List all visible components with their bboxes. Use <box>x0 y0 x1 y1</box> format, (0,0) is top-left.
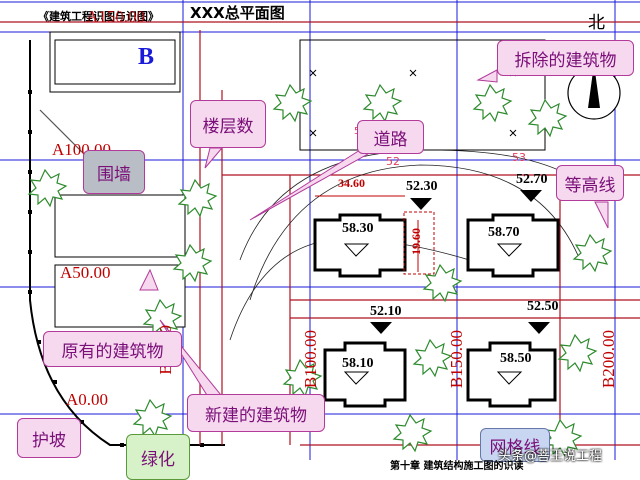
callout-floor-count: 楼层数 <box>190 100 266 148</box>
ground-elevation-2: 52.70 <box>516 172 548 187</box>
grid-label-a150: A150.00 <box>86 7 146 26</box>
new-buildings <box>313 213 560 408</box>
north-label: 北 <box>588 13 605 33</box>
callout-slope: 护坡 <box>17 418 81 458</box>
callout-road: 道路 <box>357 120 424 154</box>
floor-elevation-3: 58.10 <box>342 356 374 371</box>
callout-contour: 等高线 <box>556 165 624 201</box>
grid-label-b150: B150.00 <box>447 330 466 389</box>
dimension-width: 34.60 <box>338 176 365 190</box>
chapter-footer: 第十章 建筑结构施工图的识读 <box>390 461 524 472</box>
dimension-depth: 19.60 <box>409 228 423 255</box>
site-fence <box>29 40 225 446</box>
contour-label-53: 53 <box>512 151 526 164</box>
ground-elevation-1: 52.30 <box>406 179 438 194</box>
callout-demolished-building: 拆除的建筑物 <box>497 40 634 76</box>
existing-buildings <box>49 31 186 328</box>
ground-elevation-markers <box>370 190 550 334</box>
floor-elevation-1: 58.30 <box>342 221 374 236</box>
ground-elevation-4: 52.50 <box>527 299 559 314</box>
dimension-lines <box>315 195 435 275</box>
grid-label-b200: B200.00 <box>599 330 618 389</box>
callout-greening: 绿化 <box>126 434 190 480</box>
trees <box>27 83 613 458</box>
book-title: 《建筑工程识图与识图》 <box>38 10 159 23</box>
site-roads <box>0 21 640 446</box>
grid-label-b100: B100.00 <box>301 330 320 389</box>
fence-pointer <box>39 109 91 161</box>
grid-label-a0: A0.00 <box>66 390 109 409</box>
floor-elevation-2: 58.70 <box>488 225 520 240</box>
entrance-triangles <box>343 243 523 385</box>
grid-label-a50: A50.00 <box>60 263 111 282</box>
ground-elevation-3: 52.10 <box>370 304 402 319</box>
drawing-title: XXX总平面图 <box>190 4 285 22</box>
building-b-label: B <box>138 44 155 70</box>
callout-new-building: 新建的建筑物 <box>187 394 325 432</box>
watermark: 头条@菩王说工程 <box>498 449 603 464</box>
callout-fence: 围墙 <box>83 150 145 194</box>
floor-elevation-4: 58.50 <box>500 351 532 366</box>
callout-existing-building: 原有的建筑物 <box>43 331 182 367</box>
contour-label-52: 52 <box>386 155 400 168</box>
callout-grid: 网格线 <box>480 428 550 462</box>
